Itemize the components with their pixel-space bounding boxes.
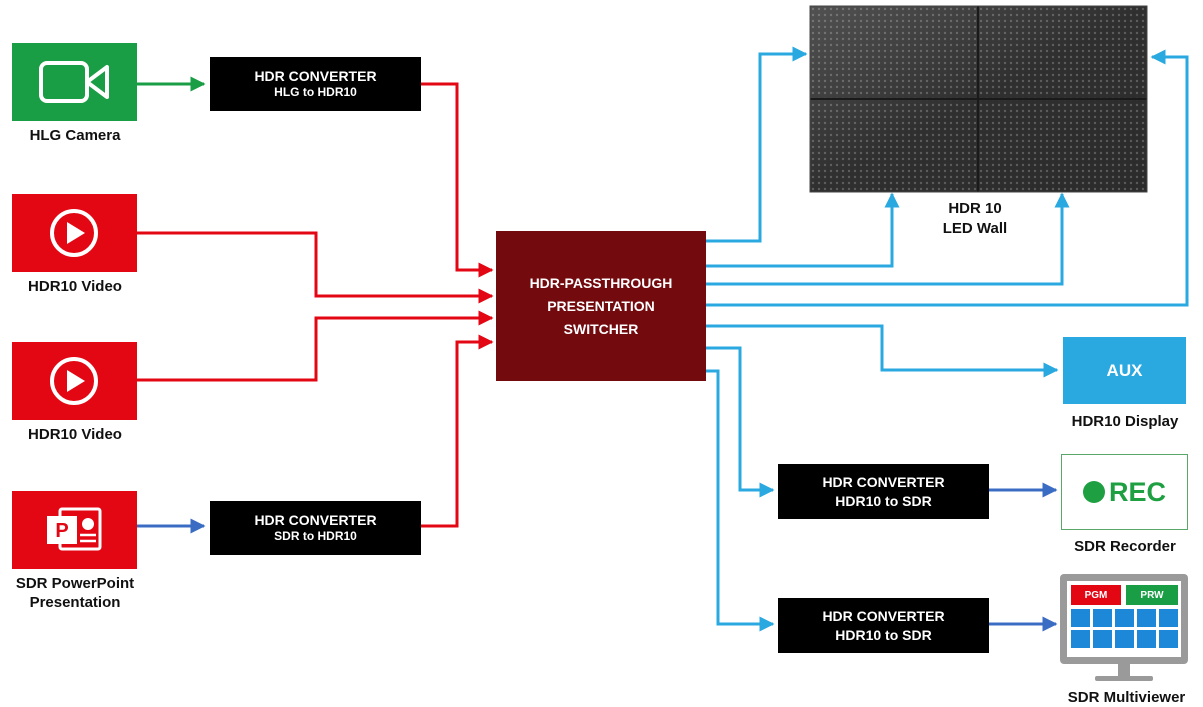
play-icon	[50, 357, 98, 405]
converter-title: HDR CONVERTER	[254, 68, 377, 84]
converter-title: HDR CONVERTER	[822, 473, 945, 490]
converter1-to-switcher-line	[421, 82, 494, 278]
sdr-multiviewer-label: SDR Multiviewer	[1067, 689, 1186, 706]
powerpoint-label-line2: Presentation	[29, 594, 121, 611]
hdr10-video-tile-1	[12, 194, 137, 272]
converter-title: HDR CONVERTER	[254, 512, 377, 528]
sdr-to-hdr10-converter: HDR CONVERTER SDR to HDR10	[210, 501, 421, 555]
hlg-to-hdr10-converter: HDR CONVERTER HLG to HDR10	[210, 57, 421, 111]
aux-display-label: HDR10 Display	[1071, 413, 1179, 430]
switcher-to-aux-line	[706, 324, 1059, 378]
converter2-to-switcher-line	[421, 334, 494, 528]
switcher-to-rec-converter-line	[706, 346, 775, 498]
hdr10-video1-to-switcher-line	[136, 231, 494, 304]
powerpoint-icon: P	[47, 507, 102, 551]
rec-text: REC	[1108, 476, 1166, 507]
powerpoint-tile: P	[12, 491, 137, 569]
switcher-to-led-wall-bottom-right-line	[706, 192, 1070, 286]
aux-display: AUX	[1063, 337, 1186, 404]
video-camera-icon	[39, 61, 109, 103]
switcher-to-led-wall-bottom-left-line	[706, 192, 900, 268]
play-icon	[50, 209, 98, 257]
prw-tile: PRW	[1126, 585, 1178, 605]
hdr10-video-label-2: HDR10 Video	[28, 426, 122, 443]
converter-subtitle: HDR10 to SDR	[835, 626, 932, 643]
hdr10-to-sdr-converter-recorder: HDR CONVERTER HDR10 to SDR	[778, 464, 989, 519]
hlg-camera-label: HLG Camera	[29, 127, 121, 144]
converter-subtitle: HLG to HDR10	[274, 85, 357, 99]
switcher-to-led-wall-left-line	[706, 46, 808, 243]
pgm-tile: PGM	[1071, 585, 1121, 605]
switcher-to-led-wall-right-line	[706, 49, 1189, 307]
hlg-camera-tile	[12, 43, 137, 121]
switcher-line1: HDR-PASSTHROUGH	[529, 274, 673, 291]
switcher-to-mv-converter-line	[706, 369, 775, 632]
switcher-line3: SWITCHER	[563, 320, 639, 337]
converter-subtitle: HDR10 to SDR	[835, 492, 932, 509]
switcher-line2: PRESENTATION	[547, 297, 655, 314]
led-wall-label-line2: LED Wall	[942, 220, 1008, 237]
led-wall-label-line1: HDR 10	[948, 200, 1002, 217]
aux-text: AUX	[1106, 360, 1143, 380]
presentation-switcher: HDR-PASSTHROUGH PRESENTATION SWITCHER	[496, 231, 706, 381]
sdr-multiviewer: PGM PRW	[1059, 573, 1189, 683]
hdr10-video-tile-2	[12, 342, 137, 420]
hdr10-video2-to-switcher-line	[136, 310, 494, 382]
led-wall	[809, 5, 1148, 193]
sdr-recorder-label: SDR Recorder	[1074, 538, 1176, 555]
powerpoint-label: SDR PowerPoint Presentation	[0, 574, 150, 612]
hdr10-video-label-1: HDR10 Video	[28, 278, 122, 295]
hdr10-to-sdr-converter-multiviewer: HDR CONVERTER HDR10 to SDR	[778, 598, 989, 653]
record-dot-icon	[1082, 481, 1105, 503]
led-wall-label: HDR 10 LED Wall	[920, 199, 1030, 239]
converter-title: HDR CONVERTER	[822, 607, 945, 624]
sdr-recorder: REC	[1061, 454, 1188, 530]
powerpoint-label-line1: SDR PowerPoint	[15, 575, 135, 592]
converter-subtitle: SDR to HDR10	[274, 529, 357, 543]
svg-text:P: P	[55, 520, 68, 542]
